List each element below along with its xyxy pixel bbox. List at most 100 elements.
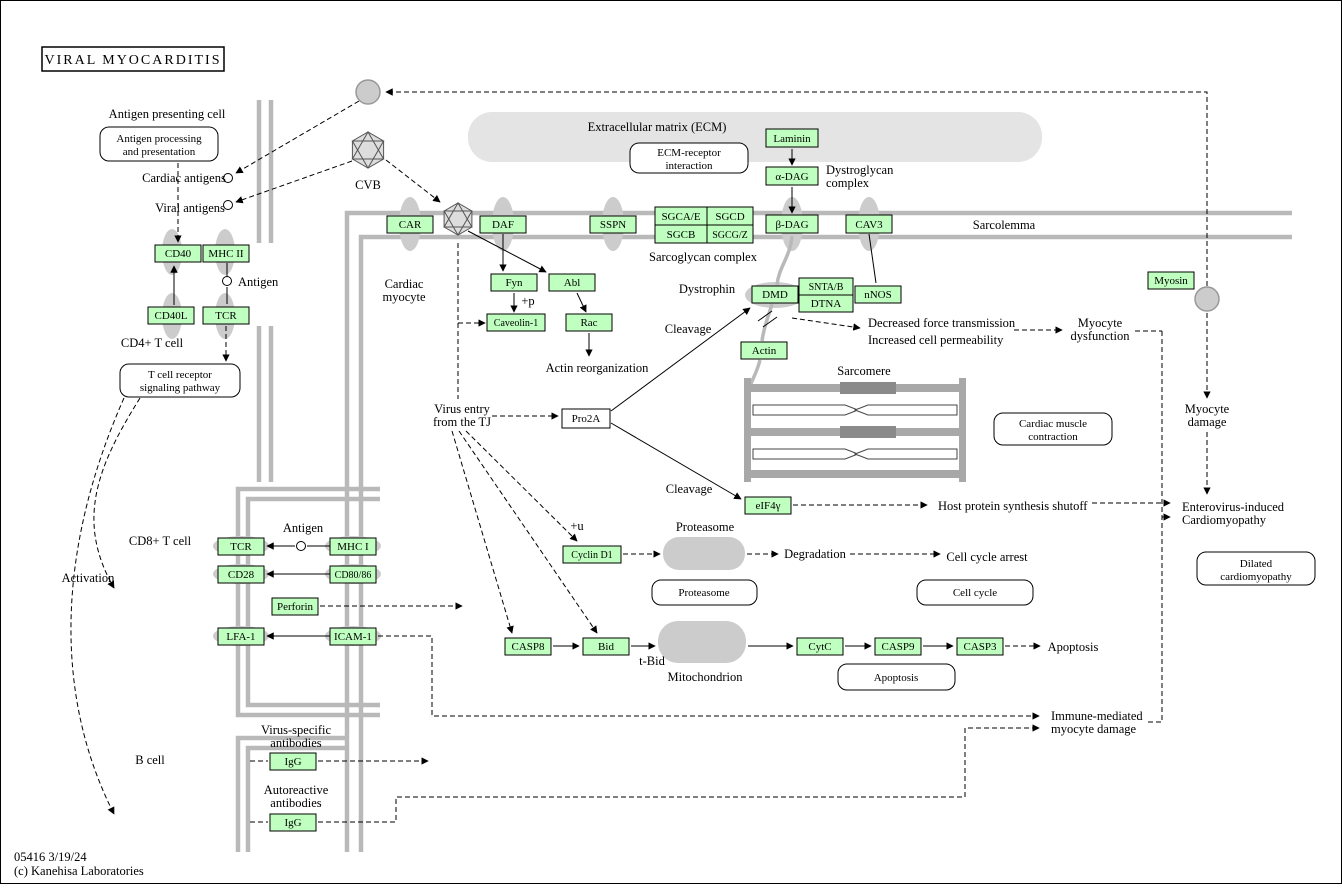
gene-box-dmd-rect[interactable] — [751, 285, 799, 304]
gene-box-casp3[interactable]: CASP3 — [956, 637, 1004, 656]
gene-box-pro2a-rect[interactable] — [561, 408, 611, 429]
gene-box-dtna[interactable]: DTNA — [798, 294, 854, 313]
gene-box-casp9-rect[interactable] — [874, 637, 922, 656]
gene-box-cd40[interactable]: CD40 — [154, 244, 202, 263]
pathway-box-cardiac-muscle-rect[interactable] — [993, 412, 1113, 446]
pathway-box-cell-cycle-rect[interactable] — [916, 579, 1034, 606]
gene-box-casp8-rect[interactable] — [504, 637, 552, 656]
gene-box-nnos[interactable]: nNOS — [854, 285, 902, 304]
gene-box-snta-b[interactable]: SNTA/B — [798, 277, 854, 296]
gene-box-sspn[interactable]: SSPN — [589, 215, 637, 234]
gene-box-mhc2-rect[interactable] — [202, 244, 250, 263]
gene-box-actin[interactable]: Actin — [740, 341, 788, 360]
gene-box-bid[interactable]: Bid — [582, 637, 630, 656]
gene-box-car[interactable]: CAR — [386, 215, 434, 234]
gene-box-casp9[interactable]: CASP9 — [874, 637, 922, 656]
gene-box-igg-auto[interactable]: IgG — [269, 813, 317, 832]
label-mitochondrion: Mitochondrion — [668, 670, 744, 684]
pathway-box-proteasome[interactable]: Proteasome — [651, 579, 758, 606]
gene-box-rac-rect[interactable] — [565, 313, 613, 332]
pathway-box-antigen-processing-rect[interactable] — [99, 126, 219, 162]
gene-box-fyn[interactable]: Fyn — [490, 273, 538, 292]
gene-box-cyclin-d1[interactable]: Cyclin D1 — [562, 545, 622, 564]
gene-box-perforin[interactable]: Perforin — [271, 597, 319, 616]
gene-box-daf[interactable]: DAF — [479, 215, 527, 234]
gene-box-cd80-86-rect[interactable] — [329, 565, 377, 584]
label-eic: Enterovirus-induced — [1182, 500, 1285, 514]
gene-box-a-dag[interactable]: α-DAG — [765, 166, 819, 186]
gene-box-cd40-rect[interactable] — [154, 244, 202, 263]
pathway-box-apoptosis-rect[interactable] — [837, 663, 956, 691]
gene-box-tcr-cd4-rect[interactable] — [202, 306, 250, 325]
pathway-box-apoptosis[interactable]: Apoptosis — [837, 663, 956, 691]
gene-box-fyn-rect[interactable] — [490, 273, 538, 292]
gene-box-cav3[interactable]: CAV3 — [845, 214, 893, 234]
pathway-box-proteasome-rect[interactable] — [651, 579, 758, 606]
gene-box-cd40l[interactable]: CD40L — [147, 306, 195, 325]
gene-box-myosin[interactable]: Myosin — [1147, 271, 1195, 290]
label-viral-antigens: Viral antigens — [155, 201, 225, 215]
gene-box-actin-rect[interactable] — [740, 341, 788, 360]
gene-box-myosin-rect[interactable] — [1147, 271, 1195, 290]
gene-box-caveolin1[interactable]: Caveolin-1 — [486, 313, 546, 332]
gene-box-igg-virus[interactable]: IgG — [269, 752, 317, 771]
gene-box-a-dag-rect[interactable] — [765, 166, 819, 186]
gene-box-tcr-cd4[interactable]: TCR — [202, 306, 250, 325]
gene-box-perforin-rect[interactable] — [271, 597, 319, 616]
pathway-box-dilated-rect[interactable] — [1196, 551, 1316, 586]
gene-box-car-rect[interactable] — [386, 215, 434, 234]
gene-box-igg-virus-rect[interactable] — [269, 752, 317, 771]
gene-box-casp8[interactable]: CASP8 — [504, 637, 552, 656]
gene-box-lfa1-rect[interactable] — [217, 627, 265, 646]
gene-box-sgcb[interactable]: SGCB — [654, 224, 708, 244]
gene-box-laminin[interactable]: Laminin — [765, 128, 819, 148]
gene-box-icam1-rect[interactable] — [329, 627, 377, 646]
gene-box-cav3-rect[interactable] — [845, 214, 893, 234]
gene-box-cytc[interactable]: CytC — [796, 637, 844, 656]
pathway-box-dilated-cardiomyopathy[interactable]: Dilated cardiomyopathy — [1196, 551, 1316, 586]
gene-box-rac[interactable]: Rac — [565, 313, 613, 332]
gene-box-igg-auto-rect[interactable] — [269, 813, 317, 832]
gene-box-sspn-rect[interactable] — [589, 215, 637, 234]
gene-box-caveolin1-rect[interactable] — [486, 313, 546, 332]
gene-box-bid-rect[interactable] — [582, 637, 630, 656]
gene-box-mhc1[interactable]: MHC I — [329, 537, 377, 556]
gene-box-daf-rect[interactable] — [479, 215, 527, 234]
pathway-box-cell-cycle[interactable]: Cell cycle — [916, 579, 1034, 606]
gene-box-cyclin-d1-rect[interactable] — [562, 545, 622, 564]
gene-box-cytc-rect[interactable] — [796, 637, 844, 656]
gene-box-eif4g[interactable]: eIF4γ — [744, 496, 792, 515]
pathway-box-antigen-processing[interactable]: Antigen processing and presentation — [99, 126, 219, 162]
pathway-box-ecm-receptor[interactable]: ECM-receptor interaction — [629, 142, 749, 174]
gene-box-mhc1-rect[interactable] — [329, 537, 377, 556]
gene-box-eif4g-rect[interactable] — [744, 496, 792, 515]
gene-box-tcr-cd8-rect[interactable] — [217, 537, 265, 556]
gene-box-cd80-86[interactable]: CD80/86 — [329, 565, 377, 584]
gene-box-cd28-rect[interactable] — [217, 565, 265, 584]
gene-box-pro2a[interactable]: Pro2A — [561, 408, 611, 429]
pathway-box-cardiac-muscle[interactable]: Cardiac muscle contraction — [993, 412, 1113, 446]
gene-box-sgcg-z[interactable]: SGCG/Z — [706, 224, 754, 244]
gene-box-tcr-cd8[interactable]: TCR — [217, 537, 265, 556]
pathway-box-tcr-signaling[interactable]: T cell receptor signaling pathway — [119, 363, 241, 398]
gene-box-cd40l-rect[interactable] — [147, 306, 195, 325]
pathway-box-ecm-receptor-rect[interactable] — [629, 142, 749, 174]
gene-box-cd28[interactable]: CD28 — [217, 565, 265, 584]
gene-box-b-dag-rect[interactable] — [765, 214, 819, 234]
gene-box-icam1[interactable]: ICAM-1 — [329, 627, 377, 646]
gene-box-dmd[interactable]: DMD — [751, 285, 799, 304]
gene-box-mhc2[interactable]: MHC II — [202, 244, 250, 263]
gene-box-b-dag[interactable]: β-DAG — [765, 214, 819, 234]
gene-box-dtna-rect[interactable] — [798, 294, 854, 313]
gene-box-laminin-rect[interactable] — [765, 128, 819, 148]
gene-box-sgcd[interactable]: SGCD — [706, 206, 754, 226]
gene-box-sgca-e[interactable]: SGCA/E — [654, 206, 708, 226]
gene-box-casp3-rect[interactable] — [956, 637, 1004, 656]
pathway-box-tcr-signaling-rect[interactable] — [119, 363, 241, 398]
gene-box-sgcg-z-rect[interactable] — [706, 224, 754, 244]
gene-box-abl[interactable]: Abl — [548, 273, 596, 292]
gene-box-lfa1[interactable]: LFA-1 — [217, 627, 265, 646]
gene-box-nnos-rect[interactable] — [854, 285, 902, 304]
gene-box-abl-rect[interactable] — [548, 273, 596, 292]
